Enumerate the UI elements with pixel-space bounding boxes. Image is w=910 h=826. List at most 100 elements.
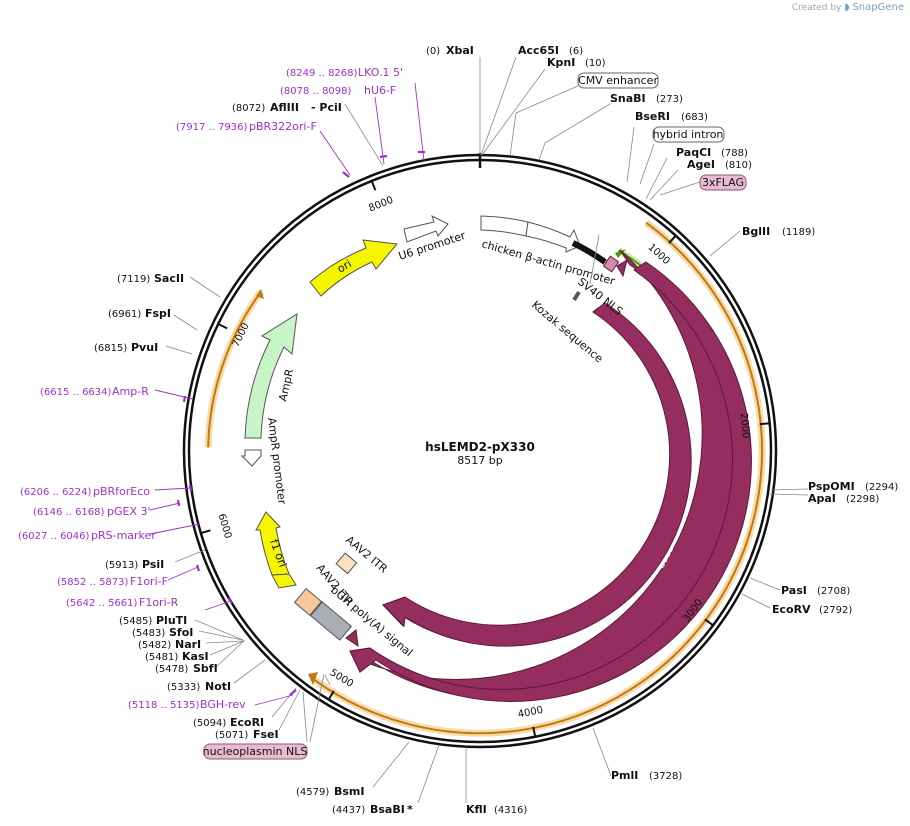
- intron-bar[interactable]: [571, 240, 607, 265]
- scale-tick-1000: [668, 234, 677, 244]
- enz-snabi[interactable]: SnaBI: [610, 92, 646, 105]
- 3xflag-box[interactable]: [699, 174, 747, 191]
- primer-f1orir[interactable]: F1ori-R: [139, 596, 179, 609]
- enz-sbfi[interactable]: SbfI: [193, 662, 218, 675]
- enz-nari-pos: (5482): [138, 640, 171, 651]
- primer-hu6f[interactable]: hU6-F: [364, 84, 396, 97]
- enz-sacii-pos: (7119): [117, 274, 150, 285]
- nucleoplasmin-nls-box[interactable]: [203, 743, 308, 760]
- primer-pbr322[interactable]: pBR322ori-F: [249, 120, 317, 133]
- enz-nari[interactable]: NarI: [175, 638, 201, 651]
- left-orange-arc[interactable]: [207, 291, 262, 448]
- enz-pluti[interactable]: PluTI: [156, 614, 187, 627]
- aav2-itr-feature-1[interactable]: [335, 552, 358, 575]
- 3xflag-feature[interactable]: [602, 255, 620, 273]
- cba-promoter-part1[interactable]: [480, 215, 529, 237]
- scale-tick-label-4000: 4000: [517, 705, 544, 721]
- enz-kpni[interactable]: KpnI: [547, 56, 575, 69]
- left-orange-arrowhead: [256, 289, 264, 299]
- enz-bseri[interactable]: BseRI: [635, 110, 670, 123]
- kozak-feature[interactable]: [572, 290, 581, 302]
- u6-promoter-feature[interactable]: [403, 215, 449, 243]
- enz-acc65i-pos: (6): [569, 46, 583, 57]
- aav2-itr-feature-2[interactable]: [293, 587, 323, 617]
- enz-sfoi[interactable]: SfoI: [169, 626, 193, 639]
- enz-paqci[interactable]: PaqCI: [676, 146, 711, 159]
- enz-bglii[interactable]: BglII: [742, 225, 770, 238]
- primer-f1orif[interactable]: F1ori-F: [130, 575, 168, 588]
- scale-tick-label-5000: 5000: [328, 667, 355, 690]
- enz-agei[interactable]: AgeI: [687, 158, 715, 171]
- enz-kfli[interactable]: KflI: [466, 803, 487, 816]
- enz-psii[interactable]: PsiI: [142, 558, 164, 571]
- primer-pbr322-pos: (7917 .. 7936): [176, 122, 248, 133]
- primer-hu6f-pos: (8078 .. 8098): [280, 86, 352, 97]
- enz-pvui[interactable]: PvuI: [131, 341, 158, 354]
- enz-ecori[interactable]: EcoRI: [230, 716, 264, 729]
- enz-fsei-pos: (5071): [215, 730, 248, 741]
- enz-pmli[interactable]: PmlI: [611, 769, 638, 782]
- enz-ecorv-pos: (2792): [819, 605, 852, 616]
- cas9-inner-feature[interactable]: [382, 302, 692, 647]
- enz-pasi[interactable]: PasI: [781, 584, 807, 597]
- ori-feature[interactable]: [309, 239, 398, 297]
- primer-ampr[interactable]: Amp-R: [112, 385, 149, 398]
- cas9-outer-feature-body: [349, 261, 752, 702]
- enz-paqci-pos: (788): [721, 148, 748, 159]
- enz-pcii[interactable]: - PciI: [311, 101, 342, 114]
- orange-arc-main[interactable]: [312, 221, 763, 735]
- hybrid-intron-label: hybrid intron: [653, 128, 724, 141]
- enz-agei-pos: (810): [725, 160, 752, 171]
- enz-fsei[interactable]: FseI: [253, 728, 279, 741]
- enz-kfli-pos: (4316): [494, 805, 527, 816]
- enz-fspi[interactable]: FspI: [145, 307, 171, 320]
- enz-bsmi[interactable]: BsmI: [334, 785, 365, 798]
- enz-xbai-pos: (0): [426, 46, 440, 57]
- primer-prs-pos: (6027 .. 6046): [18, 531, 90, 542]
- cmv-enhancer-label: CMV enhancer: [578, 74, 658, 87]
- scale-tick-3000: [704, 618, 714, 627]
- enz-ecorv[interactable]: EcoRV: [772, 603, 811, 616]
- enz-kasi[interactable]: KasI: [182, 650, 209, 663]
- enz-bsabi-pos: (4437): [332, 805, 365, 816]
- enz-apai[interactable]: ApaI: [808, 492, 836, 505]
- primer-bghrev[interactable]: BGH-rev: [200, 698, 246, 711]
- enz-apai-pos: (2298): [846, 494, 879, 505]
- enz-psii-pos: (5913): [105, 560, 138, 571]
- bgh-polya-feature[interactable]: [309, 601, 353, 641]
- enz-pmli-pos: (3728): [649, 771, 682, 782]
- enz-xbai[interactable]: XbaI: [446, 44, 474, 57]
- enz-bsabi-star: *: [407, 803, 413, 816]
- enz-noti[interactable]: NotI: [205, 680, 231, 693]
- enz-afliii-pos: (8072): [232, 103, 265, 114]
- enz-afliii[interactable]: AflIII: [270, 101, 299, 114]
- feature-leader-lines: [309, 234, 600, 743]
- enz-bsmi-pos: (4579): [296, 787, 329, 798]
- green-arc-1-arrowhead: [615, 249, 626, 258]
- scale-tick-label-6000: 6000: [215, 512, 233, 540]
- snapgene-credit: Created by ◗ SnapGene: [792, 2, 904, 13]
- kozak-label: Kozak sequence: [529, 298, 606, 365]
- enz-bsabi[interactable]: BsaBI: [370, 803, 405, 816]
- f1-ori-feature[interactable]: [255, 511, 290, 576]
- cmv-enhancer-box[interactable]: [577, 72, 659, 89]
- enz-pspomi[interactable]: PspOMI: [808, 480, 855, 493]
- hybrid-intron-box[interactable]: [652, 126, 725, 143]
- primer-pbrforeco[interactable]: pBRforEco: [93, 485, 150, 498]
- 3xflag-label: 3xFLAG: [702, 176, 744, 189]
- ampr-promoter-label: AmpR promoter: [265, 417, 289, 506]
- sv40-nls-feature[interactable]: [616, 258, 628, 278]
- cas9-inner-feature-edge: [382, 307, 684, 646]
- cba-promoter-part2[interactable]: [525, 221, 581, 253]
- enz-sacii[interactable]: SacII: [154, 272, 184, 285]
- primer-pgex[interactable]: pGEX 3': [107, 505, 151, 518]
- primer-lko1[interactable]: LKO.1 5': [358, 66, 403, 79]
- primer-prs[interactable]: pRS-marker: [91, 529, 156, 542]
- enz-sbfi-pos: (5478): [155, 664, 188, 675]
- enz-acc65i[interactable]: Acc65I: [518, 44, 559, 57]
- ampr-feature[interactable]: [244, 313, 298, 439]
- ampr-promoter-feature[interactable]: [240, 449, 262, 467]
- primer-lko1-pos: (8249 .. 8268): [286, 68, 358, 79]
- primer-f1orif-pos: (5852 .. 5873): [57, 577, 129, 588]
- plasmid-length: 8517 bp: [457, 454, 502, 467]
